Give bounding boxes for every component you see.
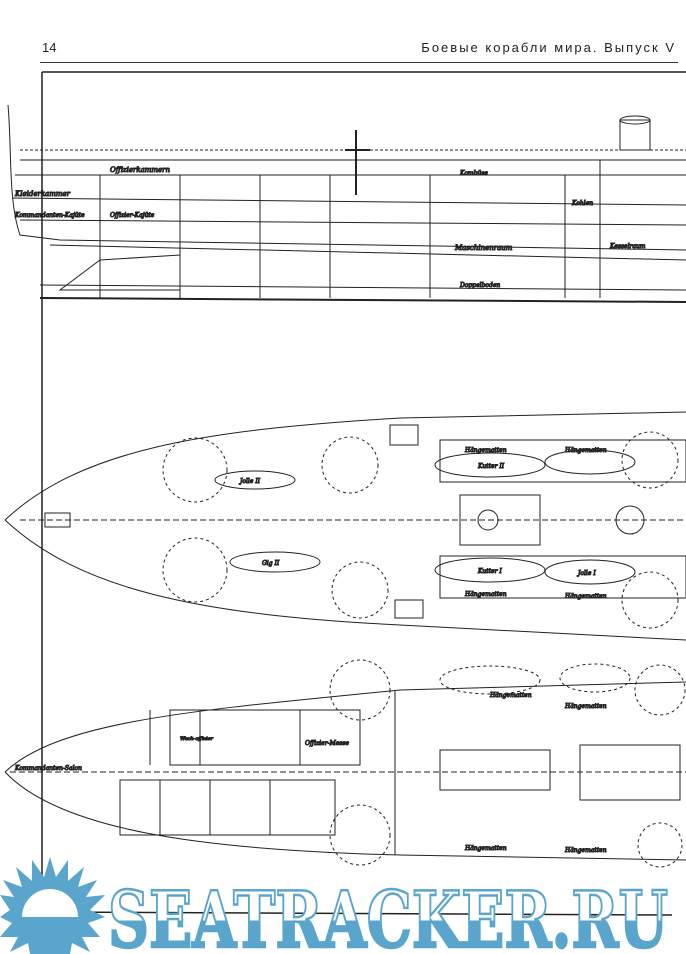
lower-deck-plan: Offizier-Messe Kommandanten-Salon Hängem… [4, 659, 686, 868]
deck-label: Kommandanten-Salon [14, 765, 82, 772]
deck-label: Kutter II [477, 463, 505, 470]
deck-label: Offizier-Messe [305, 740, 349, 747]
seatracker-watermark: SEATRACKER.RU [0, 857, 669, 954]
profile-label: Kombüse [459, 170, 488, 177]
profile-label: Doppelboden [459, 282, 500, 289]
watermark-text: SEATRACKER.RU [108, 875, 668, 954]
deck-label: Wach-offizier [180, 736, 214, 742]
header-rule [40, 62, 678, 63]
profile-label: Kesselraum [609, 243, 646, 250]
profile-label: Kommandanten-Kajüte [14, 212, 85, 219]
deck-label: Hängematten [464, 845, 507, 852]
deck-label: Hängematten [564, 847, 607, 854]
deck-label: Hängematten [564, 703, 607, 710]
deck-label: Hängematten [564, 593, 607, 600]
profile-label: Kohlen [571, 200, 593, 207]
running-title: Боевые корабли мира. Выпуск V [421, 40, 676, 55]
deck-label: Kutter I [477, 568, 502, 575]
profile-label: Kleiderkammer [14, 190, 71, 198]
deck-label: Gig II [262, 560, 280, 567]
deck-label: Jolle II [238, 478, 261, 485]
page-number: 14 [42, 40, 57, 55]
upper-deck-plan: Jolle II Gig II Kutter II Kutter I Jolle… [4, 411, 686, 641]
deck-label: Hängematten [564, 447, 607, 454]
frame-bottom [37, 911, 673, 916]
deck-label: Jolle I [576, 570, 596, 577]
profile-label: Maschinenraum [454, 244, 513, 252]
sun-logo-icon [0, 857, 105, 954]
profile-label: Offizierkammern [110, 166, 171, 174]
profile-label: Offizier-Kajüte [110, 212, 155, 219]
side-profile: Offizierkammern Kleiderkammer Kommandant… [7, 104, 686, 303]
deck-label: Hängematten [464, 447, 507, 454]
deck-label: Hängematten [464, 591, 507, 598]
deck-label: Hängematten [489, 692, 532, 699]
